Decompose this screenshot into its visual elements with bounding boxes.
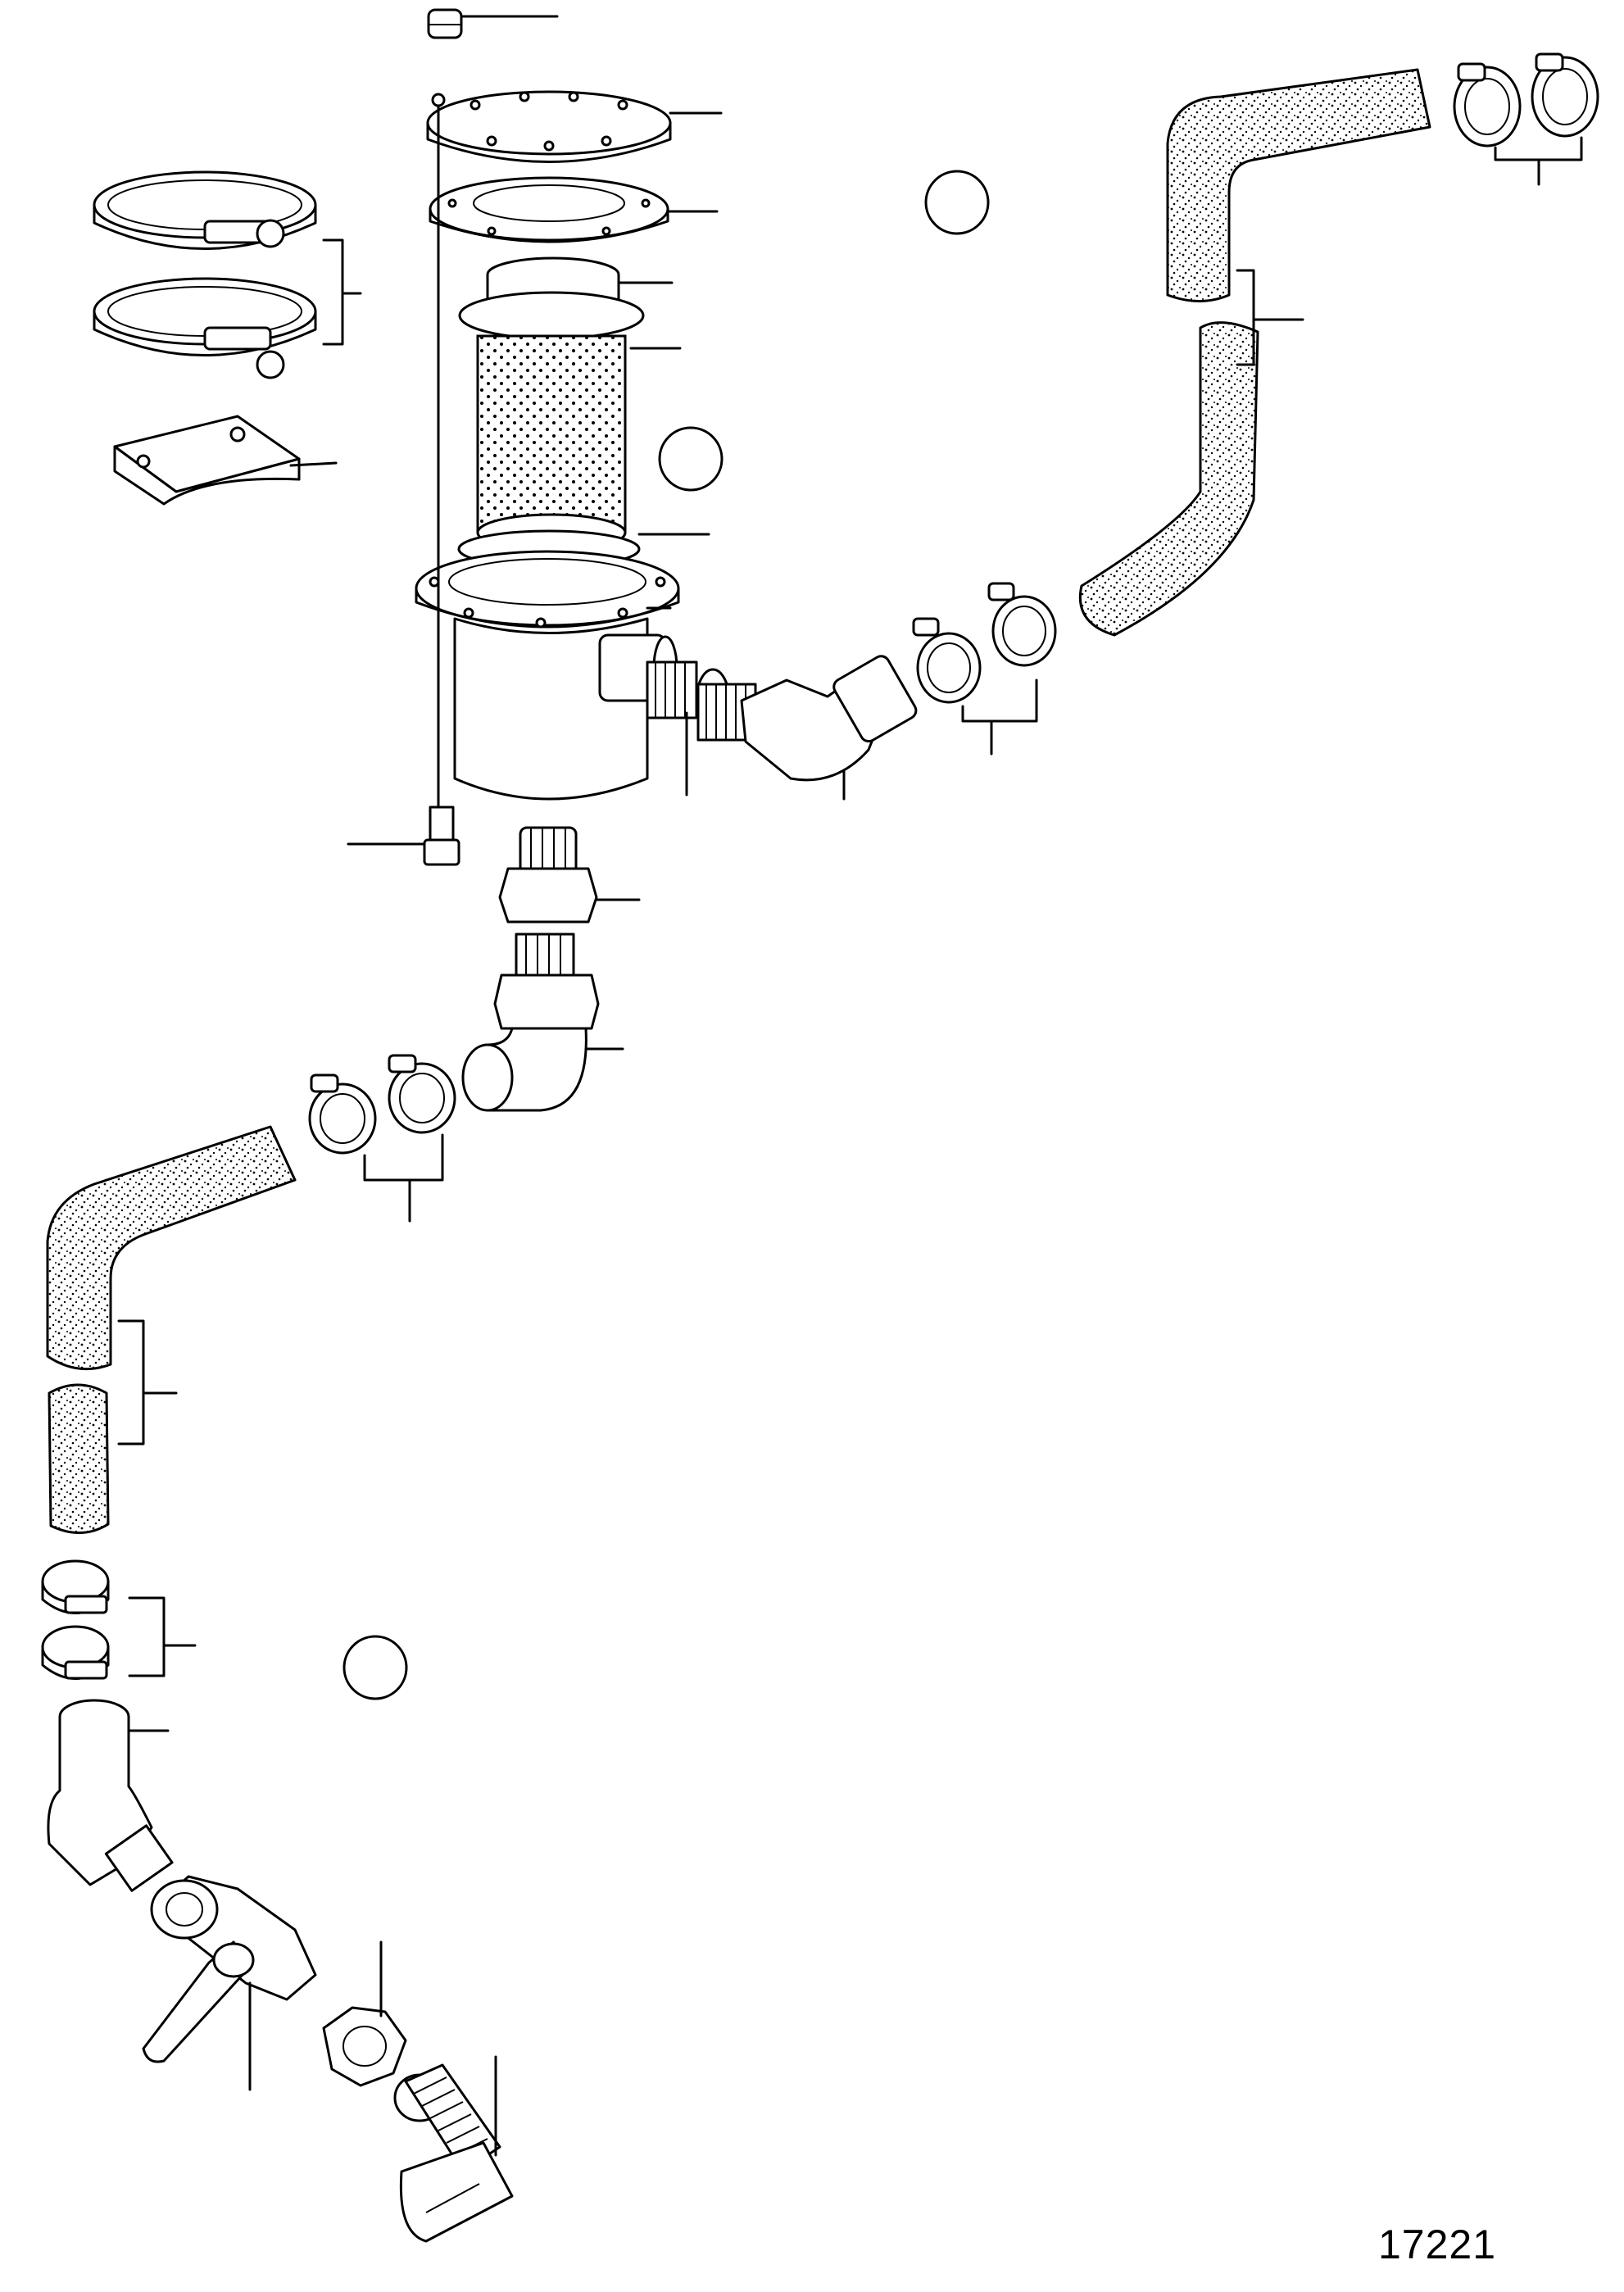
hose-clamp-bottom-2 (41, 1625, 110, 1680)
hose-clamp-top-right-1 (1453, 62, 1522, 148)
callout-circle-middle (658, 426, 724, 492)
hose-clamp-mid-1 (912, 617, 982, 704)
hose-clamp-large-lower (93, 277, 317, 379)
leader-clamps-mid (961, 679, 1038, 756)
leader-bracket (289, 461, 338, 467)
leader-clamps-low (363, 1133, 444, 1223)
hose-clamp-bottom-1 (41, 1559, 110, 1614)
callout-circle-bottom (342, 1635, 408, 1700)
hose-upper-right-upper (1166, 68, 1431, 302)
hose-clamp-top-right-2 (1531, 52, 1599, 138)
cover-plate (426, 90, 672, 163)
callout-circle-top (924, 170, 990, 235)
drawing-number: 17221 (1378, 2222, 1497, 2267)
hex-nipple (498, 826, 598, 924)
hose-clamp-low-1 (308, 1073, 377, 1155)
leader-hose-upper-right (1236, 269, 1304, 366)
through-hull-fitting (393, 2063, 514, 2243)
leader-bracket-clamps (322, 238, 362, 346)
elbow-upper (740, 655, 918, 782)
cap-nut (427, 8, 463, 39)
hose-upper-right-lower (1078, 321, 1259, 637)
elbow-lower (47, 1699, 174, 1892)
long-bolt (431, 93, 446, 821)
hose-clamp-large-upper (93, 170, 317, 250)
hose-clamp-mid-2 (987, 582, 1057, 667)
lock-nut (322, 2006, 407, 2087)
drain-bolt (423, 806, 460, 866)
filter-element (458, 291, 645, 552)
hose-clamp-low-2 (388, 1054, 456, 1134)
hose-lower-left-lower (48, 1383, 110, 1534)
leader-clamps-bottom (128, 1596, 197, 1677)
adapter-threaded (646, 660, 698, 719)
leader-hose-lower-left (117, 1319, 178, 1446)
gasket (429, 176, 669, 243)
ball-valve (142, 1875, 317, 2063)
leader-clamps-top-right (1494, 136, 1583, 186)
hose-lower-left-upper (46, 1125, 297, 1371)
elbow-middle (461, 933, 600, 1112)
mounting-bracket (113, 415, 301, 506)
